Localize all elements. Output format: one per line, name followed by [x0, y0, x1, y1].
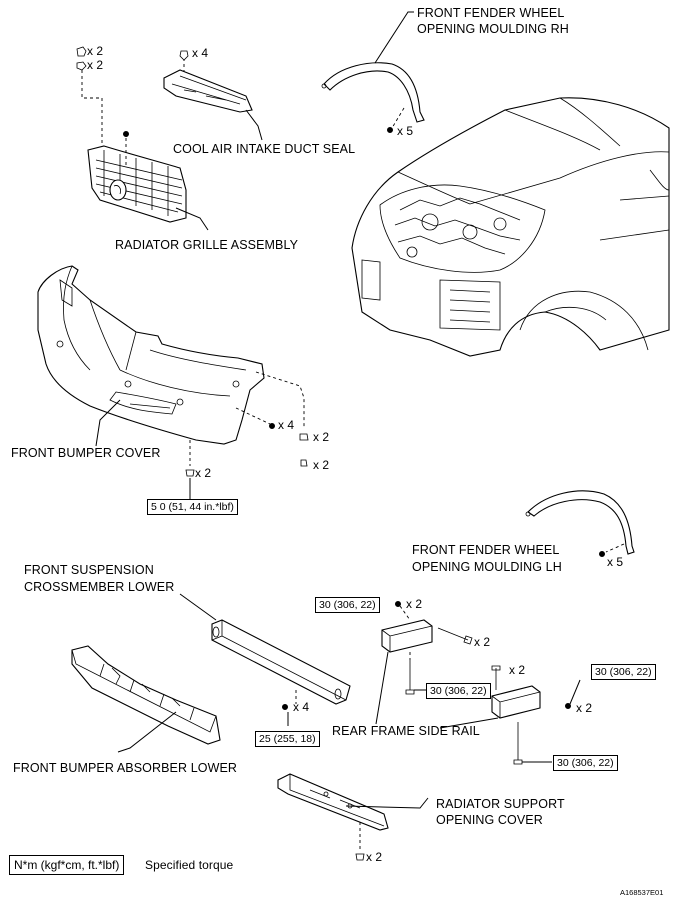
radiator-grille-part: [76, 46, 209, 231]
label-cool-air-duct-seal: COOL AIR INTAKE DUCT SEAL: [173, 142, 356, 156]
qty-crossmember-bolt: x 4: [293, 700, 310, 714]
label-front-bumper-cover: FRONT BUMPER COVER: [11, 446, 161, 460]
legend-torque-text: Specified torque: [145, 858, 234, 872]
radiator-support-cover-part: [277, 773, 429, 861]
torque-rail-nut-right: 30 (306, 22): [591, 664, 656, 680]
label-radiator-cover-line1: RADIATOR SUPPORT: [436, 797, 565, 811]
qty-grille-clip-a: x 2: [87, 44, 104, 58]
fender-moulding-rh-part: [321, 11, 425, 133]
bumper-absorber-part: [71, 645, 221, 753]
label-bumper-absorber: FRONT BUMPER ABSORBER LOWER: [13, 761, 238, 775]
cool-air-duct-seal-part: [163, 50, 263, 141]
qty-bumper-side-screw: x 4: [278, 418, 295, 432]
label-rear-frame-side-rail: REAR FRAME SIDE RAIL: [332, 724, 480, 738]
qty-fender-lh: x 5: [607, 555, 624, 569]
torque-crossmember: 25 (255, 18): [255, 731, 320, 747]
torque-rail-bolt-lower: 30 (306, 22): [553, 755, 618, 771]
label-fender-rh-line2: OPENING MOULDING RH: [417, 22, 569, 36]
crossmember-part: [179, 593, 351, 726]
label-crossmember-line2: CROSSMEMBER LOWER: [24, 580, 175, 594]
qty-rail-bolt-right: x 2: [509, 663, 526, 677]
label-radiator-cover-line2: OPENING COVER: [436, 813, 543, 827]
qty-fender-rh: x 5: [397, 124, 414, 138]
label-crossmember-line1: FRONT SUSPENSION: [24, 563, 154, 577]
vehicle-front-illustration: [351, 97, 670, 357]
qty-bumper-side-clip-b: x 2: [313, 458, 330, 472]
label-fender-lh-line2: OPENING MOULDING LH: [412, 560, 562, 574]
fender-moulding-lh-part: [525, 490, 635, 557]
torque-rail-bolt-mid: 30 (306, 22): [426, 683, 491, 699]
legend-torque-unit: N*m (kgf*cm, ft.*lbf): [9, 855, 125, 875]
qty-rail-nut: x 2: [406, 597, 423, 611]
qty-duct-seal: x 4: [192, 46, 209, 60]
torque-rail-nut-upper: 30 (306, 22): [315, 597, 380, 613]
qty-bumper-bottom: x 2: [195, 466, 212, 480]
rear-frame-side-rail-part: [375, 601, 581, 765]
qty-bumper-side-clip-a: x 2: [313, 430, 330, 444]
qty-rail-bolt-upper: x 2: [474, 635, 491, 649]
label-radiator-grille: RADIATOR GRILLE ASSEMBLY: [115, 238, 299, 252]
front-bumper-cover-part: [37, 265, 309, 500]
torque-bumper: 5 0 (51, 44 in.*lbf): [147, 499, 238, 515]
label-fender-rh-line1: FRONT FENDER WHEEL: [417, 6, 565, 20]
figure-id: A168537E01: [620, 888, 664, 897]
qty-rail-nut-right: x 2: [576, 701, 593, 715]
qty-grille-clip-b: x 2: [87, 58, 104, 72]
qty-radiator-cover-clip: x 2: [366, 850, 383, 864]
label-fender-lh-line1: FRONT FENDER WHEEL: [412, 543, 560, 557]
